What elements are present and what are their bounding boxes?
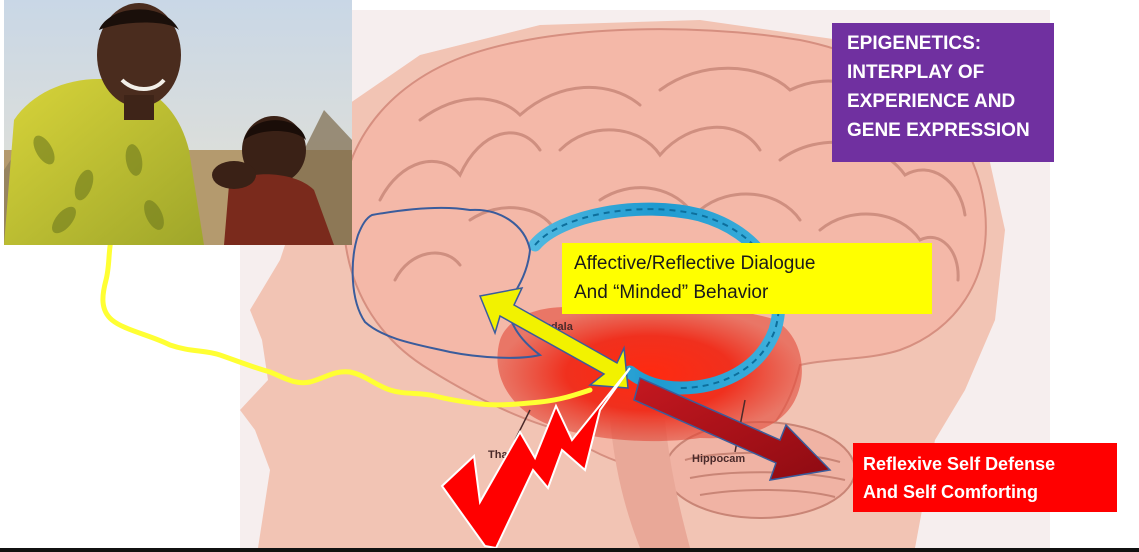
dialogue-label: Affective/Reflective Dialogue And “Minde…: [562, 243, 932, 314]
bottom-rule: [0, 548, 1139, 552]
epigenetics-label: EPIGENETICS: INTERPLAY OF EXPERIENCE AND…: [832, 23, 1054, 162]
parent-and-child-photo: [4, 0, 352, 245]
reflexive-label: Reflexive Self Defense And Self Comforti…: [853, 443, 1117, 512]
hippocampus-label: Hippocam: [692, 453, 745, 465]
